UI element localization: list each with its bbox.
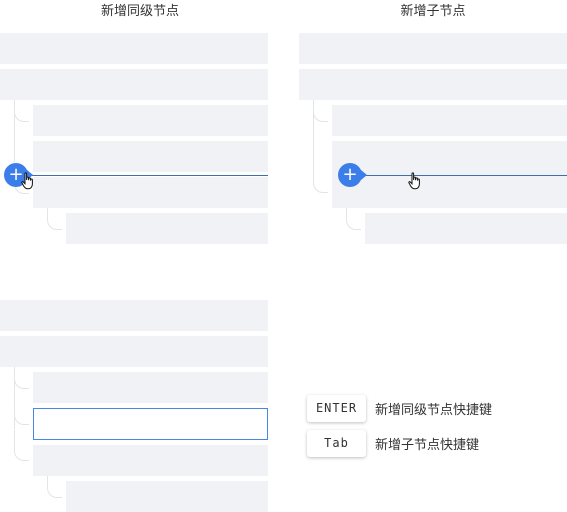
enter-shortcut-description: 新增同级节点快捷键: [375, 403, 493, 418]
tree-connector: [14, 367, 29, 389]
tree-row[interactable]: [0, 69, 268, 100]
tree-row[interactable]: [66, 481, 268, 512]
insert-indicator-line: [20, 175, 268, 176]
tree-row[interactable]: [66, 213, 268, 244]
tree-connector: [14, 100, 29, 122]
tree-row[interactable]: [332, 105, 567, 136]
tree-connector: [313, 100, 314, 162]
hand-pointer-icon: [21, 172, 33, 190]
sibling-panel-title: 新增同级节点: [100, 4, 179, 19]
new-node-input[interactable]: [33, 408, 268, 440]
tree-row[interactable]: [365, 213, 567, 244]
tree-connector: [14, 367, 15, 429]
add-node-button[interactable]: +: [4, 163, 33, 187]
tree-connector: [313, 156, 328, 193]
tree-row[interactable]: [299, 69, 567, 100]
insert-indicator-line: [366, 175, 567, 176]
tree-row[interactable]: [33, 105, 268, 136]
tree-row[interactable]: [33, 372, 268, 403]
tree-connector: [47, 208, 62, 230]
tab-key-badge: Tab: [307, 430, 366, 457]
tree-connector: [313, 100, 328, 122]
tree-row[interactable]: [0, 33, 268, 64]
tree-connector: [346, 208, 361, 230]
hand-pointer-icon: [408, 172, 420, 190]
tree-row[interactable]: [332, 141, 567, 208]
child-panel-title: 新增子节点: [400, 4, 466, 19]
tree-row[interactable]: [0, 300, 268, 331]
tree-connector: [14, 430, 29, 461]
add-node-button[interactable]: +: [338, 163, 367, 187]
tab-shortcut-description: 新增子节点快捷键: [375, 438, 480, 453]
tree-connector: [14, 410, 29, 425]
tree-row[interactable]: [33, 445, 268, 476]
tree-row[interactable]: [33, 177, 268, 208]
tree-row[interactable]: [0, 336, 268, 367]
tree-connector: [14, 100, 15, 162]
enter-key-badge: ENTER: [307, 395, 366, 422]
tree-row[interactable]: [299, 33, 567, 64]
tree-row[interactable]: [33, 141, 268, 172]
tree-connector: [47, 476, 62, 498]
